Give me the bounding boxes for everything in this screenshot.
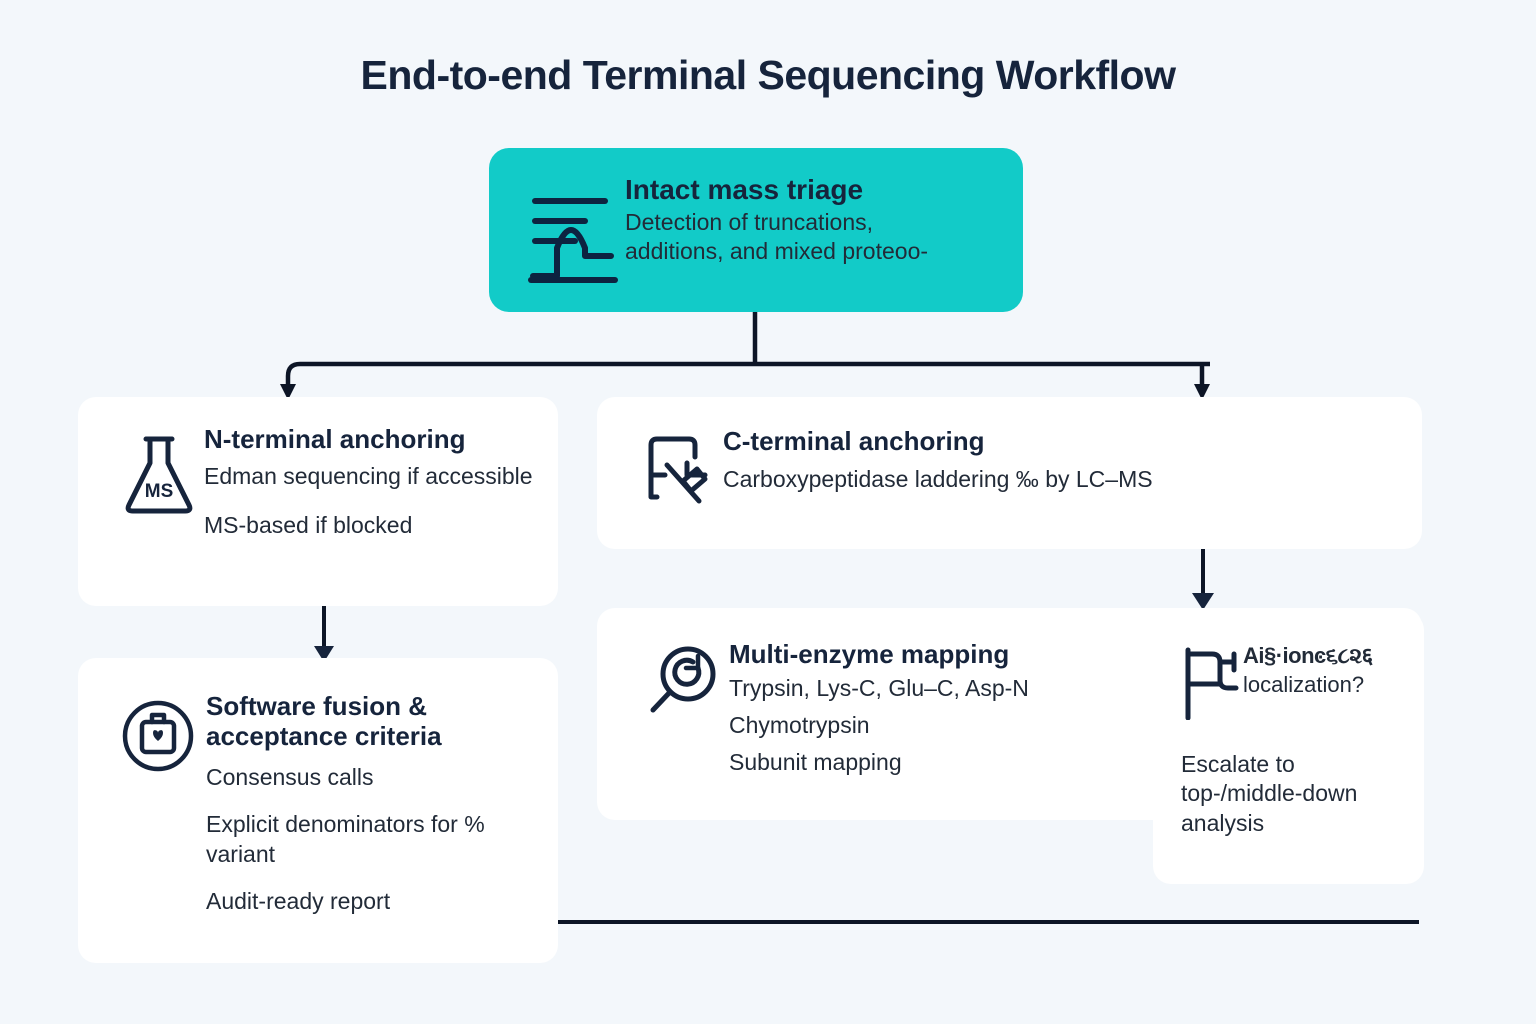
card-line: Trypsin, Lys-C, Glu–C, Asp-N	[729, 674, 1029, 701]
card-c-terminal-anchoring[interactable]: C-terminal anchoring Carboxypeptidase la…	[597, 397, 1422, 549]
connector-hero-to-branches	[280, 308, 1210, 400]
card-title: N-terminal anchoring	[204, 424, 466, 454]
card-software-fusion[interactable]: Software fusion & acceptance criteria Co…	[78, 658, 558, 963]
page-title: End-to-end Terminal Sequencing Workflow	[360, 52, 1176, 98]
card-n-terminal-anchoring[interactable]: MS N-terminal anchoring Edman sequencing…	[78, 397, 558, 606]
card-title: C-terminal anchoring	[723, 426, 985, 456]
card-line: Subunit mapping	[729, 749, 902, 776]
badge-heart-circle-icon	[110, 692, 206, 774]
card-escalation-decision[interactable]: Ai§·ionͼ૬૮૨६ localization? Escalate to t…	[1153, 612, 1424, 884]
document-pen-icon	[635, 427, 723, 507]
card-title: Multi-enzyme mapping	[729, 639, 1010, 669]
card-line: Consensus calls	[206, 764, 374, 791]
card-line: Audit-ready report	[206, 887, 391, 914]
flask-icon-label: MS	[145, 481, 174, 502]
card-intact-mass-triage[interactable]: Intact mass triage Detection of truncati…	[489, 148, 1023, 312]
escalation-question-line: Ai§·ionͼ૬૮૨६	[1243, 643, 1373, 668]
card-title: Software fusion & acceptance criteria	[206, 691, 442, 751]
flag-icon	[1181, 642, 1243, 720]
magnifier-refresh-icon	[637, 640, 729, 720]
card-line: Carboxypeptidase laddering ‰ by LC–MS	[723, 465, 1153, 492]
card-line: Escalate to top-/middle-down analysis	[1181, 751, 1358, 836]
connector-cterm-to-enzyme	[1192, 549, 1214, 610]
flask-ms-icon: MS	[114, 425, 204, 517]
connector-nterm-to-fusion	[314, 606, 334, 662]
card-line: Explicit denominators for % variant	[206, 811, 485, 867]
card-line: Edman sequencing if accessible	[204, 462, 533, 489]
card-line: additions, and mixed proteoo-	[625, 238, 929, 265]
card-title: Intact mass triage	[625, 174, 864, 205]
escalation-question-line: localization?	[1243, 671, 1365, 697]
card-line: MS-based if blocked	[204, 511, 413, 538]
chromatogram-peak-icon	[521, 174, 625, 284]
card-line: Chymotrypsin	[729, 711, 870, 738]
bottom-divider-rule	[557, 920, 1419, 924]
card-line: Detection of truncations,	[625, 208, 874, 235]
